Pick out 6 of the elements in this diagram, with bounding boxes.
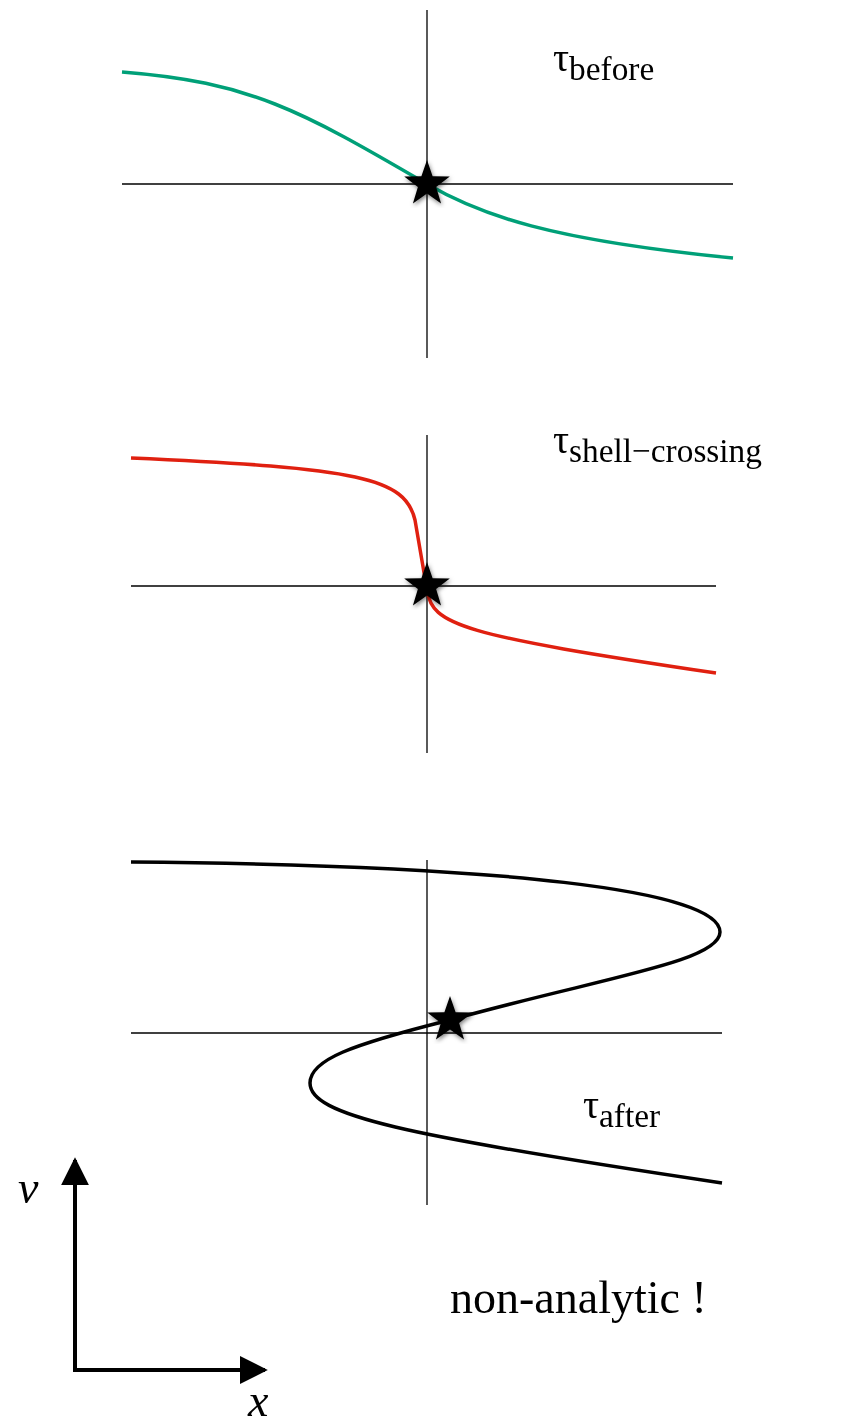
axis-label: v [18, 1165, 39, 1211]
curve-label: τ$_{after}$ [583, 1085, 661, 1133]
curve-label: τ$_{shell−crossing}$ [553, 420, 762, 468]
note-text: non-analytic ! [450, 1275, 707, 1321]
axis-label: x [248, 1378, 269, 1420]
curve-label: τ$_{before}$ [553, 38, 655, 86]
